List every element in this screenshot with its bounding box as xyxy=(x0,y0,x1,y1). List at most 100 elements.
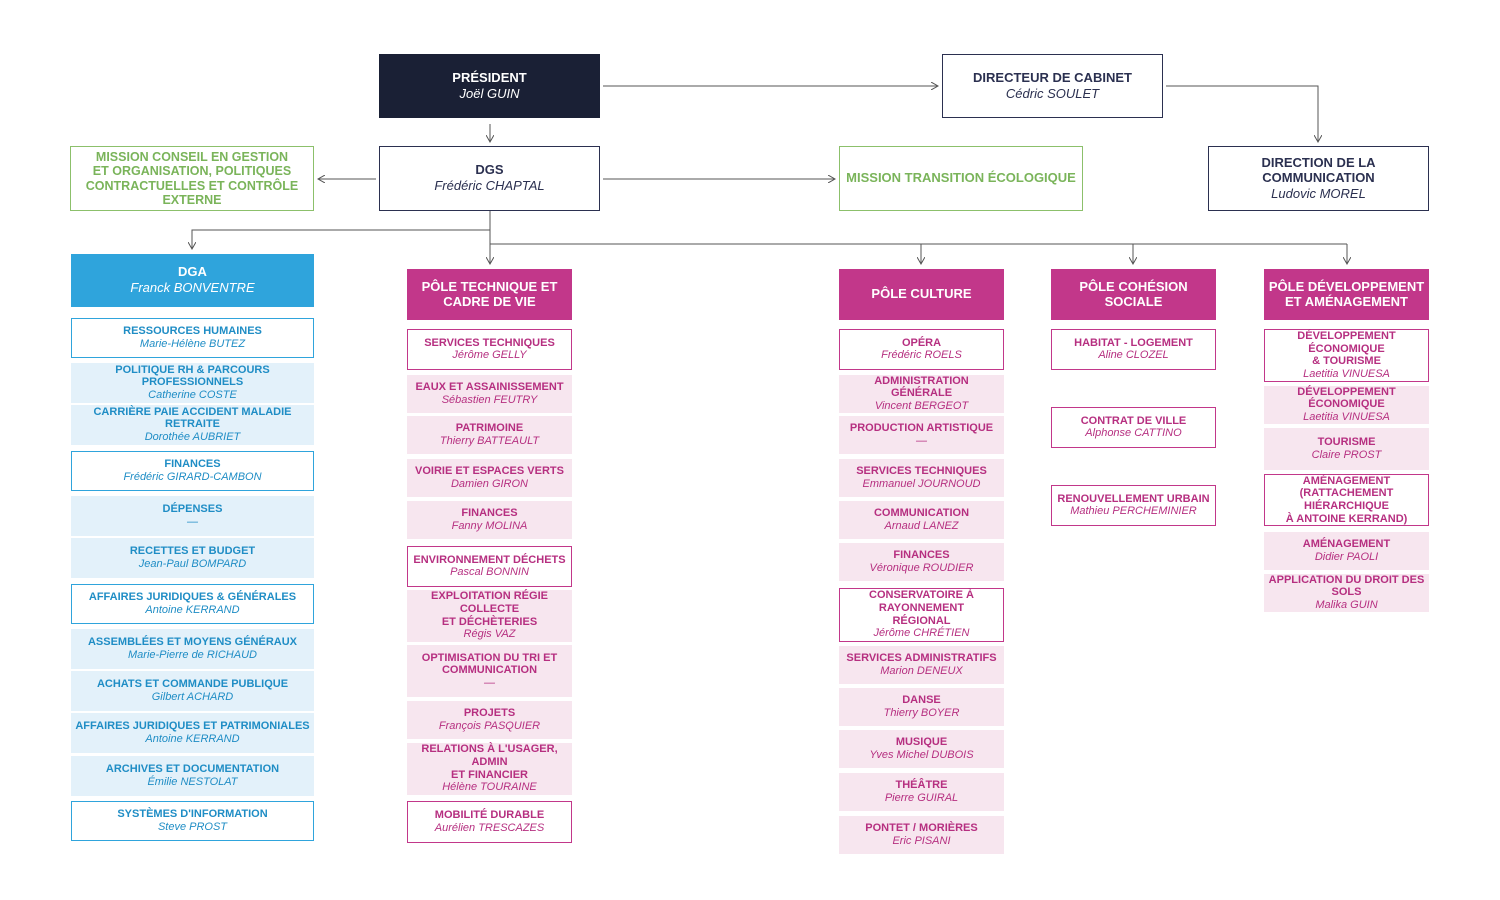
unit-person: Véronique ROUDIER xyxy=(869,561,974,574)
pole-technique-title: PÔLE TECHNIQUE ET CADRE DE VIE xyxy=(421,278,558,309)
unit-person: Pierre GUIRAL xyxy=(884,791,959,804)
unit-person: Dorothée AUBRIET xyxy=(144,431,241,444)
unit-title: SYSTÈMES D'INFORMATION xyxy=(117,808,268,821)
pole-developpement-title: PÔLE DÉVELOPPEMENT ET AMÉNAGEMENT xyxy=(1268,278,1425,309)
dgs-person: Frédéric CHAPTAL xyxy=(434,178,545,194)
pole-developpement-box: PÔLE DÉVELOPPEMENT ET AMÉNAGEMENT xyxy=(1264,269,1429,320)
unit-title: MUSIQUE xyxy=(895,736,948,749)
unit-person: Eric PISANI xyxy=(892,834,951,847)
unit-person: Jérôme CHRÉTIEN xyxy=(873,627,970,640)
unit-person: Emmanuel JOURNOUD xyxy=(862,477,981,490)
communication-box: DIRECTION DE LA COMMUNICATION Ludovic MO… xyxy=(1208,146,1429,211)
unit-person: Steve PROST xyxy=(157,820,228,833)
cabinet-box: DIRECTEUR DE CABINET Cédric SOULET xyxy=(942,54,1163,118)
unit-person: — xyxy=(916,434,927,447)
mission-conseil-box: MISSION CONSEIL EN GESTION ET ORGANISATI… xyxy=(70,146,314,211)
pole-cohesion-title: PÔLE COHÉSION SOCIALE xyxy=(1079,278,1188,309)
pole-culture-title: PÔLE CULTURE xyxy=(871,286,972,302)
unit-title: EXPLOITATION RÉGIE COLLECTE ET DÉCHÈTERI… xyxy=(431,590,548,628)
president-title: PRÉSIDENT xyxy=(452,69,527,85)
unit-box: EXPLOITATION RÉGIE COLLECTE ET DÉCHÈTERI… xyxy=(407,590,572,642)
president-box: PRÉSIDENT Joël GUIN xyxy=(379,54,600,118)
unit-title: SERVICES TECHNIQUES xyxy=(856,465,987,478)
unit-title: TOURISME xyxy=(1317,436,1376,449)
unit-title: CONTRAT DE VILLE xyxy=(1080,414,1187,427)
unit-person: Thierry BATTEAULT xyxy=(439,434,540,447)
unit-title: PRODUCTION ARTISTIQUE xyxy=(849,422,994,435)
unit-person: Vincent BERGEOT xyxy=(874,400,969,413)
unit-box: AMÉNAGEMENT (RATTACHEMENT HIÉRARCHIQUE À… xyxy=(1264,474,1429,526)
unit-title: AMÉNAGEMENT (RATTACHEMENT HIÉRARCHIQUE À… xyxy=(1285,474,1408,525)
unit-title: OPTIMISATION DU TRI ET COMMUNICATION xyxy=(421,651,558,677)
unit-title: ADMINISTRATION GÉNÉRALE xyxy=(874,374,969,400)
dga-person: Franck BONVENTRE xyxy=(130,280,255,296)
unit-title: ASSEMBLÉES ET MOYENS GÉNÉRAUX xyxy=(87,636,298,649)
unit-person: Jérôme GELLY xyxy=(452,349,527,362)
unit-person: Pascal BONNIN xyxy=(450,566,529,579)
unit-person: Yves Michel DUBOIS xyxy=(869,748,974,761)
communication-person: Ludovic MOREL xyxy=(1271,185,1366,201)
unit-person: Marion DENEUX xyxy=(880,664,963,677)
unit-title: SERVICES ADMINISTRATIFS xyxy=(846,652,997,665)
cabinet-person: Cédric SOULET xyxy=(1005,85,1100,101)
dgs-title: DGS xyxy=(475,162,504,178)
unit-person: Fanny MOLINA xyxy=(451,519,528,532)
unit-title: APPLICATION DU DROIT DES SOLS xyxy=(1268,573,1425,599)
unit-person: Frédéric ROELS xyxy=(881,349,962,362)
unit-title: FINANCES xyxy=(164,458,221,471)
unit-title: OPÉRA xyxy=(901,336,942,349)
unit-title: RENOUVELLEMENT URBAIN xyxy=(1057,492,1210,505)
unit-title: RELATIONS À L'USAGER, ADMIN ET FINANCIER xyxy=(421,743,558,781)
unit-title: CARRIÈRE PAIE ACCIDENT MALADIE RETRAITE xyxy=(93,405,292,431)
unit-title: SERVICES TECHNIQUES xyxy=(424,336,555,349)
unit-person: Aline CLOZEL xyxy=(1098,349,1169,362)
unit-person: Laetitia VINUESA xyxy=(1303,411,1390,424)
unit-person: Sébastien FEUTRY xyxy=(441,393,538,406)
unit-person: Marie-Hélène BUTEZ xyxy=(139,337,246,350)
unit-title: FINANCES xyxy=(893,549,950,562)
unit-person: Laetitia VINUESA xyxy=(1303,367,1390,380)
unit-box: RELATIONS À L'USAGER, ADMIN ET FINANCIER… xyxy=(407,743,572,795)
unit-title: AFFAIRES JURIDIQUES & GÉNÉRALES xyxy=(88,591,297,604)
unit-title: DANSE xyxy=(902,694,941,707)
unit-person: — xyxy=(187,515,198,528)
unit-title: RECETTES ET BUDGET xyxy=(129,545,256,558)
unit-title: CONSERVATOIRE À RAYONNEMENT RÉGIONAL xyxy=(869,589,974,627)
unit-person: Antoine KERRAND xyxy=(145,732,240,745)
unit-title: MOBILITÉ DURABLE xyxy=(434,809,545,822)
unit-person: Alphonse CATTINO xyxy=(1085,427,1182,440)
unit-title: AFFAIRES JURIDIQUES ET PATRIMONIALES xyxy=(75,720,310,733)
unit-person: Marie-Pierre de RICHAUD xyxy=(128,648,257,661)
unit-title: POLITIQUE RH & PARCOURS PROFESSIONNELS xyxy=(115,363,270,389)
unit-title: FINANCES xyxy=(461,507,518,520)
mission-conseil-title: MISSION CONSEIL EN GESTION ET ORGANISATI… xyxy=(85,149,299,207)
unit-person: Hélène TOURAINE xyxy=(442,781,537,794)
unit-person: Catherine COSTE xyxy=(148,389,237,402)
